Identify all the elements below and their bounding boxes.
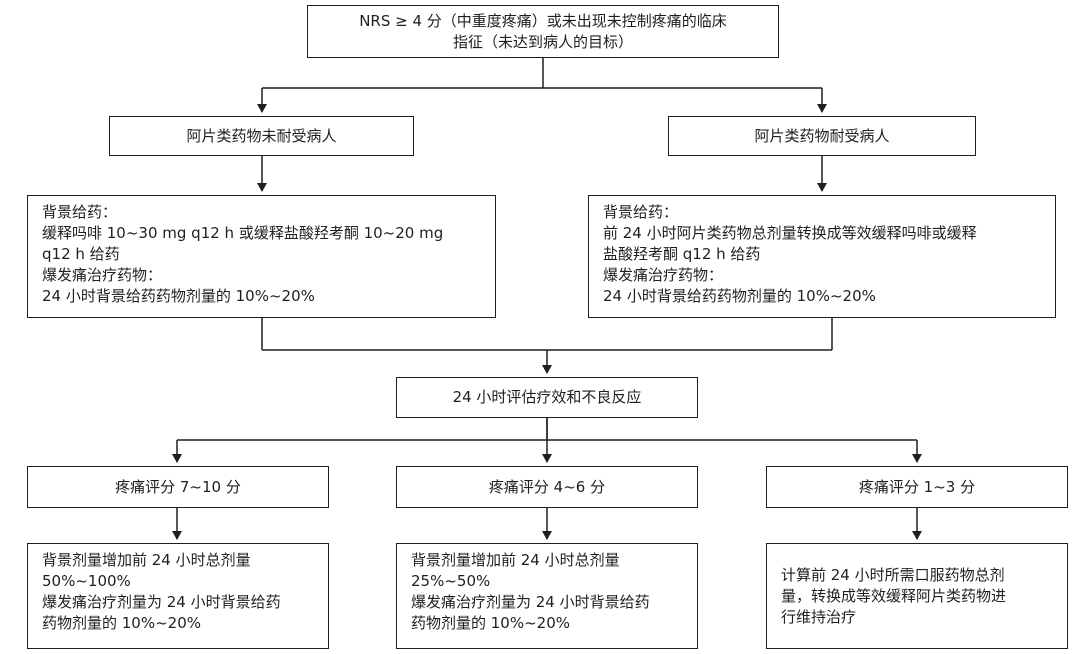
- opioid-naive-label: 阿片类药物未耐受病人: [186, 126, 337, 145]
- action-1-3-line-3: 行维持治疗: [781, 607, 857, 626]
- action-7-10-line-2: 50%~100%: [42, 572, 131, 590]
- action-4-6-line-4: 药物剂量的 10%~20%: [411, 614, 571, 632]
- box-initial-condition: NRS ≥ 4 分（中重度疼痛）或未出现未控制疼痛的临床 指征（未达到病人的目标…: [307, 5, 779, 58]
- action-7-10-line-3: 爆发痛治疗剂量为 24 小时背景给药: [42, 593, 281, 611]
- naive-dosing-line-1: 背景给药：: [42, 203, 118, 221]
- box-opioid-naive: 阿片类药物未耐受病人: [109, 116, 414, 156]
- box-score-1-3: 疼痛评分 1~3 分: [766, 466, 1068, 508]
- action-1-3-line-2: 量，转换成等效缓释阿片类药物进: [781, 586, 1007, 605]
- action-4-6-line-3: 爆发痛治疗剂量为 24 小时背景给药: [411, 593, 650, 611]
- action-4-6-line-1: 背景剂量增加前 24 小时总剂量: [411, 551, 620, 569]
- naive-dosing-line-2: 缓释吗啡 10~30 mg q12 h 或缓释盐酸羟考酮 10~20 mg: [42, 224, 444, 242]
- box-score-4-6: 疼痛评分 4~6 分: [396, 466, 698, 508]
- naive-dosing-line-5: 24 小时背景给药药物剂量的 10%~20%: [42, 287, 315, 305]
- score-7-10-label: 疼痛评分 7~10 分: [115, 477, 241, 496]
- box-action-4-6: 背景剂量增加前 24 小时总剂量 25%~50% 爆发痛治疗剂量为 24 小时背…: [396, 543, 698, 649]
- opioid-tolerant-label: 阿片类药物耐受病人: [754, 126, 890, 145]
- action-4-6-line-2: 25%~50%: [411, 572, 491, 590]
- box-evaluate: 24 小时评估疗效和不良反应: [396, 377, 698, 418]
- initial-condition-line-1: NRS ≥ 4 分（中重度疼痛）或未出现未控制疼痛的临床: [359, 11, 727, 30]
- action-7-10-line-4: 药物剂量的 10%~20%: [42, 614, 202, 632]
- action-7-10-line-1: 背景剂量增加前 24 小时总剂量: [42, 551, 251, 569]
- box-tolerant-dosing: 背景给药： 前 24 小时阿片类药物总剂量转换成等效缓释吗啡或缓释 盐酸羟考酮 …: [588, 195, 1056, 318]
- box-action-1-3: 计算前 24 小时所需口服药物总剂 量，转换成等效缓释阿片类药物进 行维持治疗: [766, 543, 1068, 649]
- tolerant-dosing-line-5: 24 小时背景给药药物剂量的 10%~20%: [603, 287, 876, 305]
- initial-condition-line-2: 指征（未达到病人的目标）: [452, 32, 633, 51]
- tolerant-dosing-line-1: 背景给药：: [603, 203, 679, 221]
- action-1-3-line-1: 计算前 24 小时所需口服药物总剂: [781, 565, 1005, 584]
- score-1-3-label: 疼痛评分 1~3 分: [858, 477, 976, 496]
- evaluate-label: 24 小时评估疗效和不良反应: [452, 388, 642, 406]
- naive-dosing-line-3: q12 h 给药: [42, 245, 120, 263]
- box-action-7-10: 背景剂量增加前 24 小时总剂量 50%~100% 爆发痛治疗剂量为 24 小时…: [27, 543, 329, 649]
- box-opioid-tolerant: 阿片类药物耐受病人: [668, 116, 976, 156]
- tolerant-dosing-line-4: 爆发痛治疗药物：: [603, 266, 724, 284]
- score-4-6-label: 疼痛评分 4~6 分: [488, 477, 606, 496]
- tolerant-dosing-line-3: 盐酸羟考酮 q12 h 给药: [603, 245, 761, 263]
- box-score-7-10: 疼痛评分 7~10 分: [27, 466, 329, 508]
- tolerant-dosing-line-2: 前 24 小时阿片类药物总剂量转换成等效缓释吗啡或缓释: [603, 224, 977, 242]
- box-naive-dosing: 背景给药： 缓释吗啡 10~30 mg q12 h 或缓释盐酸羟考酮 10~20…: [27, 195, 496, 318]
- naive-dosing-line-4: 爆发痛治疗药物：: [42, 266, 163, 284]
